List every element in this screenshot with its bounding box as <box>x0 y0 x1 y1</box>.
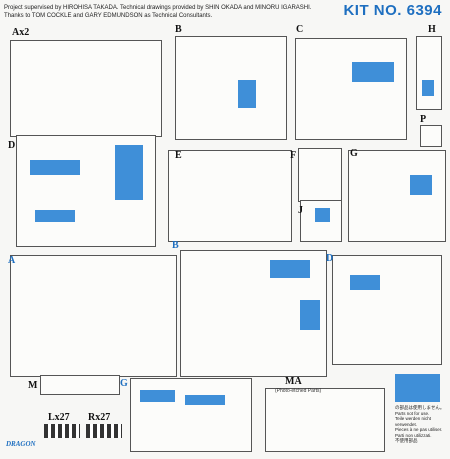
kit-number: KIT NO. 6394 <box>343 2 442 19</box>
credits-line-1: Project supervised by HIROHISA TAKADA. T… <box>4 5 312 11</box>
label-d-left: D <box>8 140 16 151</box>
credits: Project supervised by HIROHISA TAKADA. T… <box>4 4 311 20</box>
sprue-g-right <box>348 150 446 242</box>
label-h: H <box>428 24 436 35</box>
legend-line-ja: の部品は使用しません。 <box>395 405 445 410</box>
label-g-right: G <box>350 148 358 159</box>
highlight-g-right-1 <box>410 175 432 195</box>
sprue-c <box>295 38 407 140</box>
label-c: C <box>296 24 304 35</box>
label-p: P <box>420 114 427 125</box>
label-b-top: B <box>175 24 182 35</box>
highlight-d-left-3 <box>35 210 75 222</box>
legend-line-zh: 不使用部品 <box>395 438 418 443</box>
highlight-d-left-1 <box>30 160 80 175</box>
legend-swatch <box>395 374 440 402</box>
highlight-b-1 <box>238 80 256 108</box>
sprue-p <box>420 125 442 147</box>
highlight-d-right-1 <box>350 275 380 290</box>
label-a-x2: Ax2 <box>12 27 30 38</box>
highlight-d-left-2 <box>115 145 143 200</box>
label-m: M <box>28 380 38 391</box>
label-j: J <box>298 205 303 216</box>
legend-line-de: Teile werden nicht verwendet. <box>395 416 432 427</box>
sprue-d-right <box>332 255 442 365</box>
legend-text: の部品は使用しません。 Parts not for use. Teile wer… <box>395 405 450 444</box>
highlight-b-mid-2 <box>300 300 320 330</box>
highlight-h-1 <box>422 80 434 96</box>
highlight-c-1 <box>352 62 394 82</box>
highlight-j-1 <box>315 208 330 222</box>
label-e: E <box>175 150 182 161</box>
sprue-a-x2 <box>10 40 162 137</box>
label-d-right: D <box>326 253 334 264</box>
label-f: F <box>290 150 297 161</box>
track-links-rx27 <box>86 424 122 438</box>
label-b-mid: B <box>172 240 179 251</box>
sprue-h <box>416 36 442 110</box>
sprue-m <box>40 375 120 395</box>
highlight-g-bottom-2 <box>185 395 225 405</box>
sprue-f <box>298 148 342 202</box>
label-ma-sub: (Photo-etched Parts) <box>275 388 322 394</box>
highlight-b-mid-1 <box>270 260 310 278</box>
sprue-a-mid <box>10 255 177 377</box>
track-links-lx27 <box>44 424 80 438</box>
label-g-bottom: G <box>120 378 128 389</box>
sprue-e <box>168 150 292 242</box>
dragon-logo: DRAGON <box>6 440 36 448</box>
sprue-ma <box>265 388 385 452</box>
legend-line-fr: Pieces à ne pas utiliser. <box>395 427 443 432</box>
legend-line-en: Parts not for use. <box>395 410 430 416</box>
highlight-g-bottom-1 <box>140 390 175 402</box>
legend-line-it: Parti non utilizzati. <box>395 432 432 438</box>
label-rx27: Rx27 <box>88 412 111 423</box>
label-a-mid: A <box>8 255 16 266</box>
sprue-b-top <box>175 36 287 140</box>
label-ma: MA <box>285 376 302 387</box>
label-lx27: Lx27 <box>48 412 70 423</box>
credits-line-2: Thanks to TOM COCKLE and GARY EDMUNDSON … <box>4 13 213 19</box>
